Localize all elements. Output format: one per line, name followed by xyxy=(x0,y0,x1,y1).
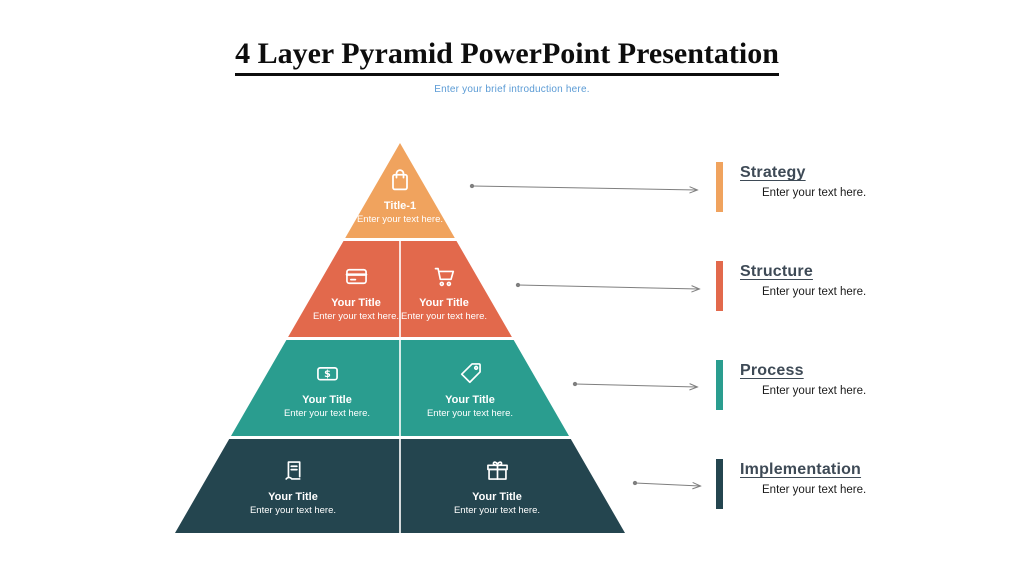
label-implementation: Implementation Enter your text here. xyxy=(716,459,866,509)
implementation-color-bar xyxy=(716,459,723,509)
connector-arrow-strategy xyxy=(472,186,697,190)
connector-arrow-process xyxy=(575,384,697,387)
label-subtitle: Enter your text here. xyxy=(762,385,867,397)
label-title: Implementation xyxy=(740,461,862,478)
connector-arrow-implementation xyxy=(635,483,700,486)
pyramid-center-divider xyxy=(399,241,401,533)
strategy-color-bar xyxy=(716,162,723,212)
structure-color-bar xyxy=(716,261,723,311)
label-title: Structure xyxy=(740,263,813,280)
title-wrap: 4 Layer Pyramid PowerPoint Presentation xyxy=(0,38,1014,76)
label-subtitle: Enter your text here. xyxy=(762,484,867,496)
label-strategy: Strategy Enter your text here. xyxy=(716,162,866,212)
label-title: Process xyxy=(740,362,804,379)
slide-subtitle: Enter your brief introduction here. xyxy=(434,84,590,95)
label-subtitle: Enter your text here. xyxy=(762,286,867,298)
label-title: Strategy xyxy=(740,164,806,181)
slide-title: 4 Layer Pyramid PowerPoint Presentation xyxy=(235,38,779,76)
label-structure: Structure Enter your text here. xyxy=(716,261,866,311)
process-color-bar xyxy=(716,360,723,410)
pyramid-layer-1-shape xyxy=(345,143,455,238)
label-process: Process Enter your text here. xyxy=(716,360,866,410)
connector-arrow-structure xyxy=(518,285,699,289)
label-subtitle: Enter your text here. xyxy=(762,187,867,199)
